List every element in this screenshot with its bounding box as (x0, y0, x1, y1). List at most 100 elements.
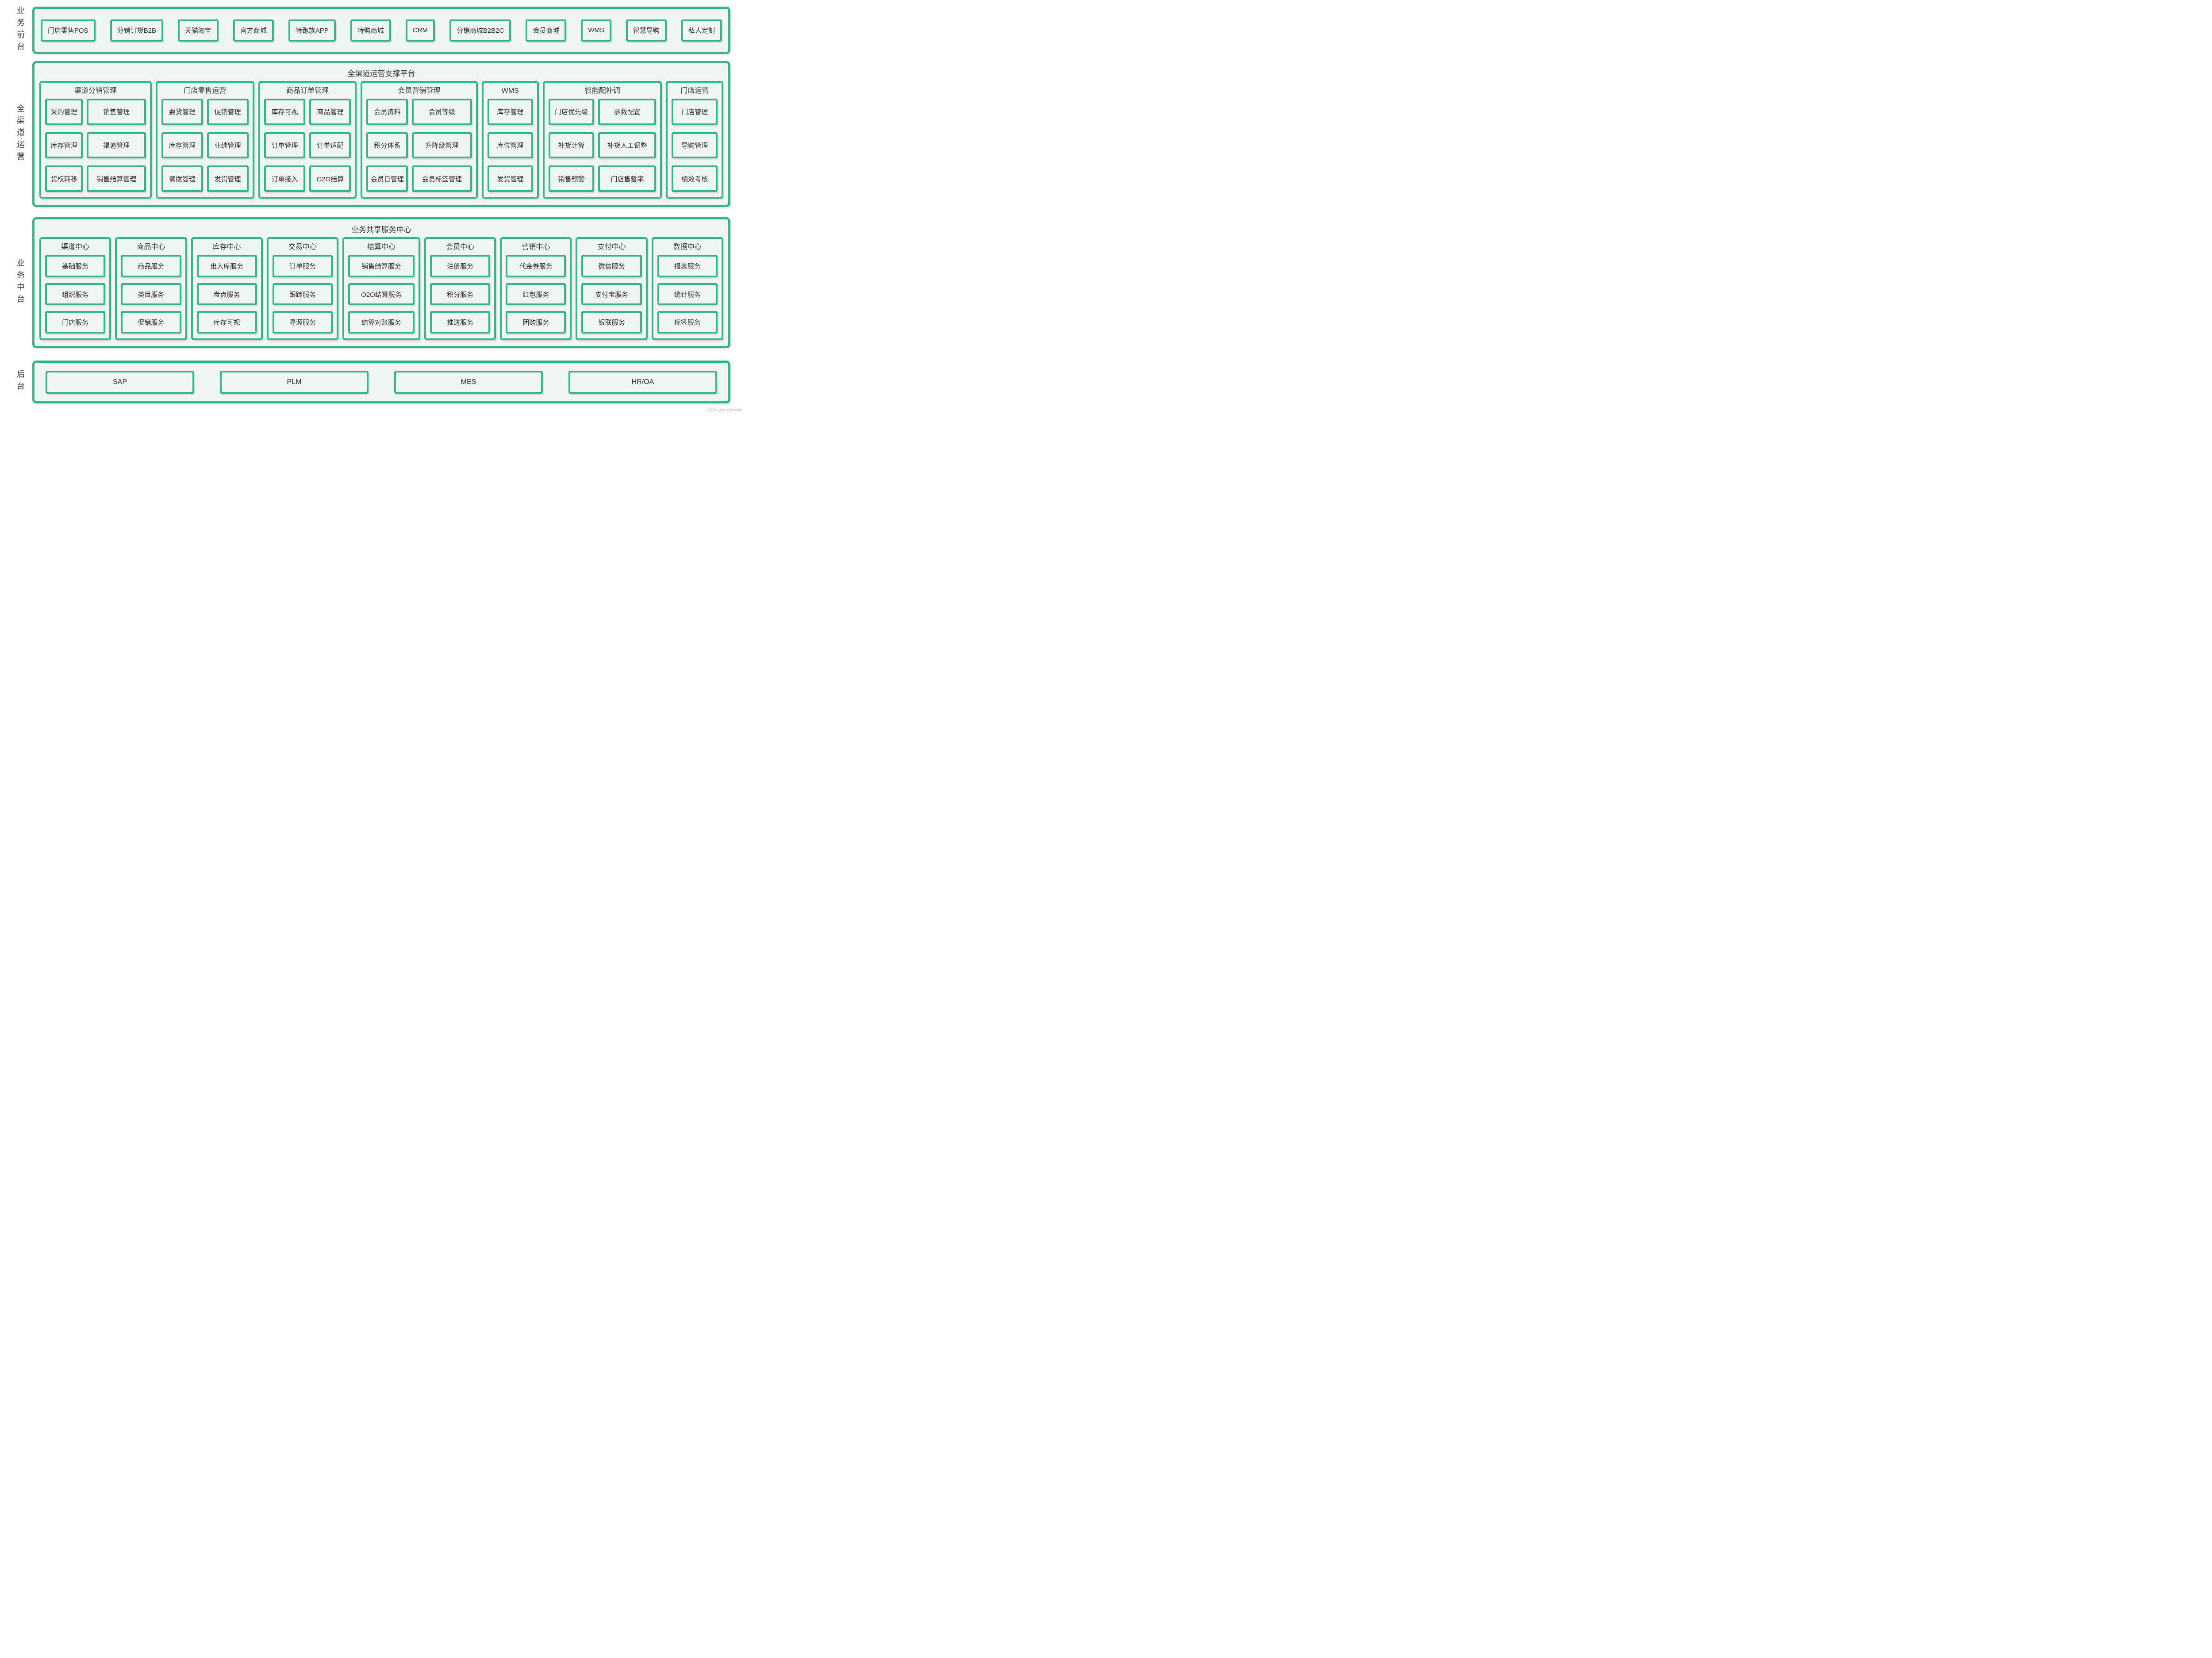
frontend-system-box: 私人定制 (681, 19, 722, 42)
center-title: 交易中心 (288, 243, 317, 251)
service-centers-row: 渠道中心 基础服务组织服务门店服务 商品中心 商品服务类目服务促销服务 库存中心… (35, 237, 728, 346)
center-inventory: 库存中心 出入库服务盘点服务库存可视 (191, 237, 263, 340)
module-box: 采购管理 (45, 99, 83, 125)
module-box: 调拨管理 (161, 165, 203, 192)
group-smart-allocation-replenishment: 智能配补调 门店优先级参数配置补货计算补货人工调整销售预警门店售罄率 (543, 81, 662, 199)
group-store-operations: 门店运营 门店管理导购管理绩效考核 (666, 81, 724, 199)
center-product: 商品中心 商品服务类目服务促销服务 (115, 237, 187, 340)
group-member-marketing-management: 会员营销管理 会员资料会员等级积分体系升降级管理会员日管理会员标签管理 (361, 81, 478, 199)
module-box: 门店管理 (672, 99, 718, 125)
module-box: 商品管理 (309, 99, 351, 125)
center-title: 结算中心 (367, 243, 396, 251)
group-channel-distribution-management: 渠道分销管理 采购管理销售管理库存管理渠道管理货权转移销售结算管理 (39, 81, 152, 199)
module-box: O2O结算 (309, 165, 351, 192)
watermark: CSDN @huaqianzkh (705, 408, 742, 412)
group-title: WMS (501, 87, 519, 95)
frontend-system-box: 官方商城 (233, 19, 274, 42)
service-box: 代金券服务 (506, 255, 566, 277)
module-box: 库位管理 (487, 132, 534, 159)
service-box: 微信服务 (581, 255, 642, 277)
frontend-system-box: 门店零售POS (41, 19, 96, 42)
frontend-system-box: WMS (581, 19, 611, 42)
section-omnichannel-platform: 全渠道运营支撑平台 渠道分销管理 采购管理销售管理库存管理渠道管理货权转移销售结… (32, 61, 730, 207)
service-box: 促销服务 (121, 311, 181, 334)
service-box: 寻源服务 (272, 311, 333, 334)
module-box: 升降级管理 (412, 132, 472, 159)
architecture-diagram: { "colors": { "accent_green": "#38b489",… (0, 0, 747, 414)
service-box: 标签服务 (657, 311, 718, 334)
module-box: 货权转移 (45, 165, 83, 192)
center-member: 会员中心 注册服务积分服务推送服务 (424, 237, 496, 340)
module-box: 补货人工调整 (598, 132, 657, 159)
frontend-system-box: 分销订货B2B (110, 19, 163, 42)
center-marketing: 营销中心 代金券服务红包服务团购服务 (500, 237, 572, 340)
service-box: 订单服务 (272, 255, 333, 277)
service-box: 销售结算服务 (348, 255, 415, 277)
service-box: 支付宝服务 (581, 283, 642, 306)
group-wms: WMS 库存管理库位管理发货管理 (481, 81, 539, 199)
frontend-system-box: 会员商城 (526, 19, 567, 42)
service-box: 报表服务 (657, 255, 718, 277)
group-title: 门店运营 (680, 87, 709, 95)
backend-system-box: PLM (220, 370, 369, 394)
module-box: 库存管理 (161, 132, 203, 159)
module-box: 补货计算 (549, 132, 595, 159)
group-title: 门店零售运营 (184, 87, 227, 95)
center-title: 商品中心 (137, 243, 165, 251)
module-box: 订单适配 (309, 132, 351, 159)
service-box: 门店服务 (45, 311, 106, 334)
module-box: 销售预警 (549, 165, 595, 192)
center-title: 渠道中心 (61, 243, 90, 251)
center-title: 会员中心 (446, 243, 475, 251)
service-box: 库存可视 (196, 311, 257, 334)
frontend-system-box: 天猫淘宝 (177, 19, 219, 42)
backend-system-box: HR/OA (568, 370, 717, 394)
module-box: 发货管理 (207, 165, 249, 192)
service-box: 积分服务 (430, 283, 491, 306)
service-box: 盘点服务 (196, 283, 257, 306)
module-box: 导购管理 (672, 132, 718, 159)
center-title: 库存中心 (212, 243, 241, 251)
module-box: 发货管理 (487, 165, 534, 192)
module-box: 库存管理 (45, 132, 83, 159)
service-box: 基础服务 (45, 255, 106, 277)
section-shared-service-center: 业务共享服务中心 渠道中心 基础服务组织服务门店服务 商品中心 商品服务类目服务… (32, 217, 730, 348)
frontend-system-box: 特购商城 (350, 19, 391, 42)
frontend-system-box: CRM (405, 19, 435, 42)
frontend-system-box: 智慧导购 (626, 19, 667, 42)
module-box: 渠道管理 (87, 132, 146, 159)
service-box: 团购服务 (506, 311, 566, 334)
service-box: 商品服务 (121, 255, 181, 277)
center-channel: 渠道中心 基础服务组织服务门店服务 (39, 237, 111, 340)
module-box: 会员日管理 (366, 165, 408, 192)
center-payment: 支付中心 微信服务支付宝服务银联服务 (576, 237, 648, 340)
group-title: 渠道分销管理 (74, 87, 117, 95)
module-box: 参数配置 (598, 99, 657, 125)
service-box: 统计服务 (657, 283, 718, 306)
service-box: 出入库服务 (196, 255, 257, 277)
rail-label-backend: 后台 (16, 370, 25, 394)
service-box: 注册服务 (430, 255, 491, 277)
service-box: 结算对账服务 (348, 311, 415, 334)
module-box: 订单管理 (264, 132, 306, 159)
group-title: 智能配补调 (584, 87, 620, 95)
backend-system-box: SAP (46, 370, 194, 394)
module-box: 会员资料 (366, 99, 408, 125)
shared-service-center-title: 业务共享服务中心 (351, 226, 411, 234)
module-box: 业绩管理 (207, 132, 249, 159)
group-title: 会员营销管理 (398, 87, 441, 95)
service-box: 推送服务 (430, 311, 491, 334)
module-box: 促销管理 (207, 99, 249, 125)
omnichannel-groups-row: 渠道分销管理 采购管理销售管理库存管理渠道管理货权转移销售结算管理 门店零售运营… (35, 81, 728, 205)
service-box: 组织服务 (45, 283, 106, 306)
rail-label-omnichannel-operations: 全渠道运营 (16, 104, 25, 164)
module-box: 销售结算管理 (87, 165, 146, 192)
service-box: 类目服务 (121, 283, 181, 306)
center-title: 数据中心 (673, 243, 702, 251)
rail-label-business-frontend: 业务前台 (16, 6, 25, 54)
frontend-system-box: 分销商城B2B2C (449, 19, 511, 42)
center-data: 数据中心 报表服务统计服务标签服务 (651, 237, 724, 340)
